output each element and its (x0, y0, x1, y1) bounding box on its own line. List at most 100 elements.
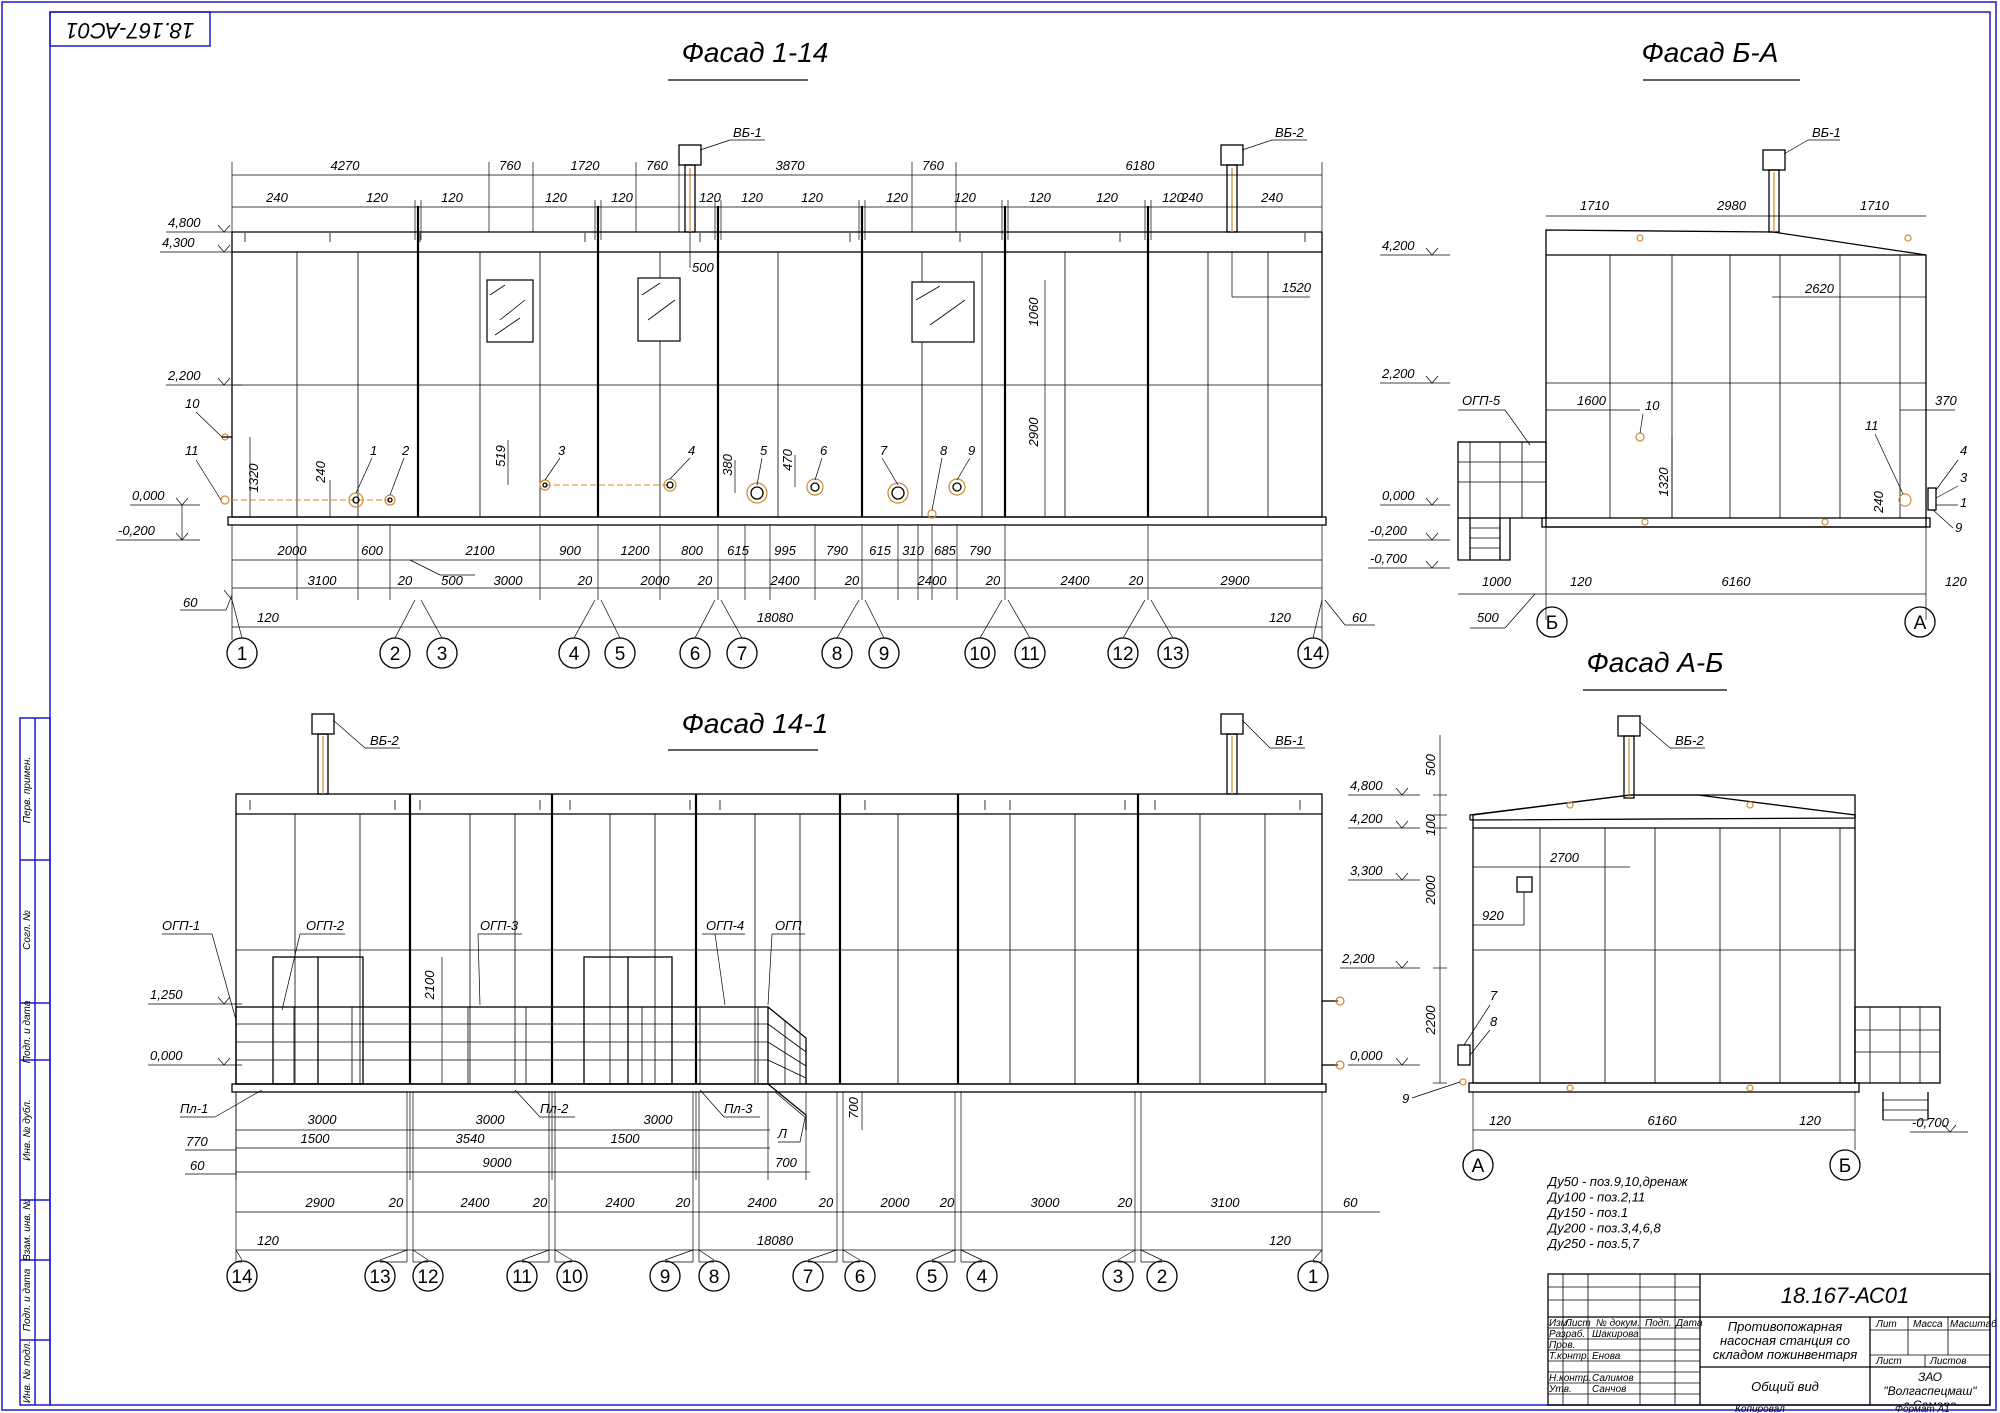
dim: 2100 (422, 970, 437, 1001)
axis-label: 14 (1302, 644, 1324, 665)
axis-label: 7 (737, 644, 748, 665)
dim-bottom: 20 (1117, 1195, 1133, 1210)
position-label: 11 (185, 443, 199, 458)
axis-bubble (821, 637, 853, 669)
axis-label: 5 (927, 1267, 938, 1288)
inner-frame (49, 11, 1991, 1406)
dim-bottom: 20 (818, 1195, 834, 1210)
position-label: 2 (401, 443, 410, 458)
position-label: 7 (1490, 988, 1498, 1003)
dim-top-small: 120 (699, 190, 721, 205)
axis-bubble (506, 1260, 538, 1292)
level-mark: 0,000 (1350, 1048, 1383, 1063)
axis-bubble (1462, 1149, 1494, 1181)
tb-name: Салимов (1592, 1373, 1634, 1384)
platform-label: Пл-3 (724, 1101, 753, 1116)
axis-label: 8 (709, 1267, 720, 1288)
vent-label: ВБ-2 (1275, 125, 1304, 140)
tb-col-header: Подп. (1645, 1318, 1672, 1329)
level-mark: 4,200 (1350, 811, 1383, 826)
dim-top-small: 120 (801, 190, 823, 205)
position-label: 9 (968, 443, 975, 458)
position-label: 5 (760, 443, 768, 458)
level-mark: 2,200 (167, 368, 201, 383)
dim-bottom: 615 (869, 543, 891, 558)
dim-bottom: 2400 (770, 573, 801, 588)
dim-vertical: 470 (780, 448, 795, 470)
dim: 2700 (1549, 850, 1580, 865)
dim-bottom: 500 (441, 573, 463, 588)
axis-bubble (226, 1260, 258, 1292)
position-label: 10 (185, 396, 200, 411)
tb-col-header: Дата (1675, 1318, 1703, 1329)
axis-label: 3 (1113, 1267, 1124, 1288)
dim-bottom: 20 (675, 1195, 691, 1210)
platform-label: Л (777, 1126, 787, 1141)
note-line: Ду150 - поз.1 (1546, 1205, 1628, 1220)
side-label: Подп. и дата (22, 1268, 33, 1331)
position-label: 7 (880, 443, 888, 458)
axis-label: 10 (561, 1267, 582, 1288)
axis-bubble (1536, 606, 1568, 638)
level-mark: 4,300 (162, 235, 195, 250)
axis-bubble (1014, 637, 1046, 669)
axis-label: 14 (231, 1267, 253, 1288)
dim-bottom: 3100 (1211, 1195, 1241, 1210)
level-mark: 0,000 (150, 1048, 183, 1063)
dim-top: 760 (646, 158, 668, 173)
dim: 2200 (1423, 1005, 1438, 1036)
side-label: Согл. № (22, 910, 33, 950)
dim-vertical: 2900 (1026, 417, 1041, 448)
copied-label: Копировал (1735, 1404, 1785, 1413)
level-mark: 0,000 (1382, 488, 1415, 503)
position-label: 9 (1402, 1091, 1409, 1106)
side-label: Инв. № подл. (22, 1341, 33, 1403)
dim-bottom: 20 (844, 573, 860, 588)
dim-bottom: 2400 (747, 1195, 778, 1210)
position-label: 9 (1955, 520, 1962, 535)
axis-label: 8 (832, 644, 843, 665)
position-label: 3 (1960, 470, 1968, 485)
axis-bubble (558, 637, 590, 669)
dim-bottom: 2000 (640, 573, 671, 588)
level-mark: -0,200 (118, 523, 156, 538)
dim-bottom: 2400 (460, 1195, 491, 1210)
dim-top-small: 240 (1260, 190, 1283, 205)
dim-top: 760 (499, 158, 521, 173)
side-label: Перв. примен. (22, 757, 33, 823)
dim-vertical: 500 (692, 260, 714, 275)
vent-label: ВБ-2 (1675, 733, 1704, 748)
sheet-name: Общий вид (1751, 1379, 1819, 1394)
dim: 1710 (1860, 198, 1890, 213)
axis-label: 4 (569, 644, 580, 665)
vent-label: ВБ-1 (1275, 733, 1304, 748)
side-label: Взам. инв. № (22, 1199, 33, 1261)
dim-top-small: 240 (265, 190, 288, 205)
organization: ЗАО "Волгаспецмаш" г.Самара (1883, 1370, 1977, 1405)
dim-bottom: 600 (361, 543, 383, 558)
dim-bottom: 500 (1477, 610, 1499, 625)
axis-label: 10 (969, 644, 990, 665)
dim-bottom: 120 (1570, 574, 1592, 589)
dim-bottom: 6160 (1648, 1113, 1678, 1128)
dim-bottom: 20 (388, 1195, 404, 1210)
axis-label: 9 (660, 1267, 671, 1288)
dim-top-small: 120 (886, 190, 908, 205)
dim-vertical: 380 (720, 453, 735, 475)
tb-role: Утв. (1548, 1384, 1572, 1395)
dim: 2000 (1423, 875, 1438, 906)
dim-bottom: 120 (257, 1233, 279, 1248)
dim: 770 (186, 1134, 208, 1149)
axis-bubble (364, 1260, 396, 1292)
level-mark: -0,700 (1912, 1115, 1950, 1130)
dim: 1500 (301, 1131, 331, 1146)
dim: 1320 (1656, 467, 1671, 497)
dim-bottom: 2000 (880, 1195, 911, 1210)
dim-bottom: 995 (774, 543, 796, 558)
level-mark: -0,200 (1370, 523, 1408, 538)
dim-top: 6180 (1126, 158, 1156, 173)
axis-label: А (1914, 613, 1927, 634)
tb-role: Т.контр. (1549, 1351, 1589, 1362)
dim-top-small: 120 (1096, 190, 1118, 205)
